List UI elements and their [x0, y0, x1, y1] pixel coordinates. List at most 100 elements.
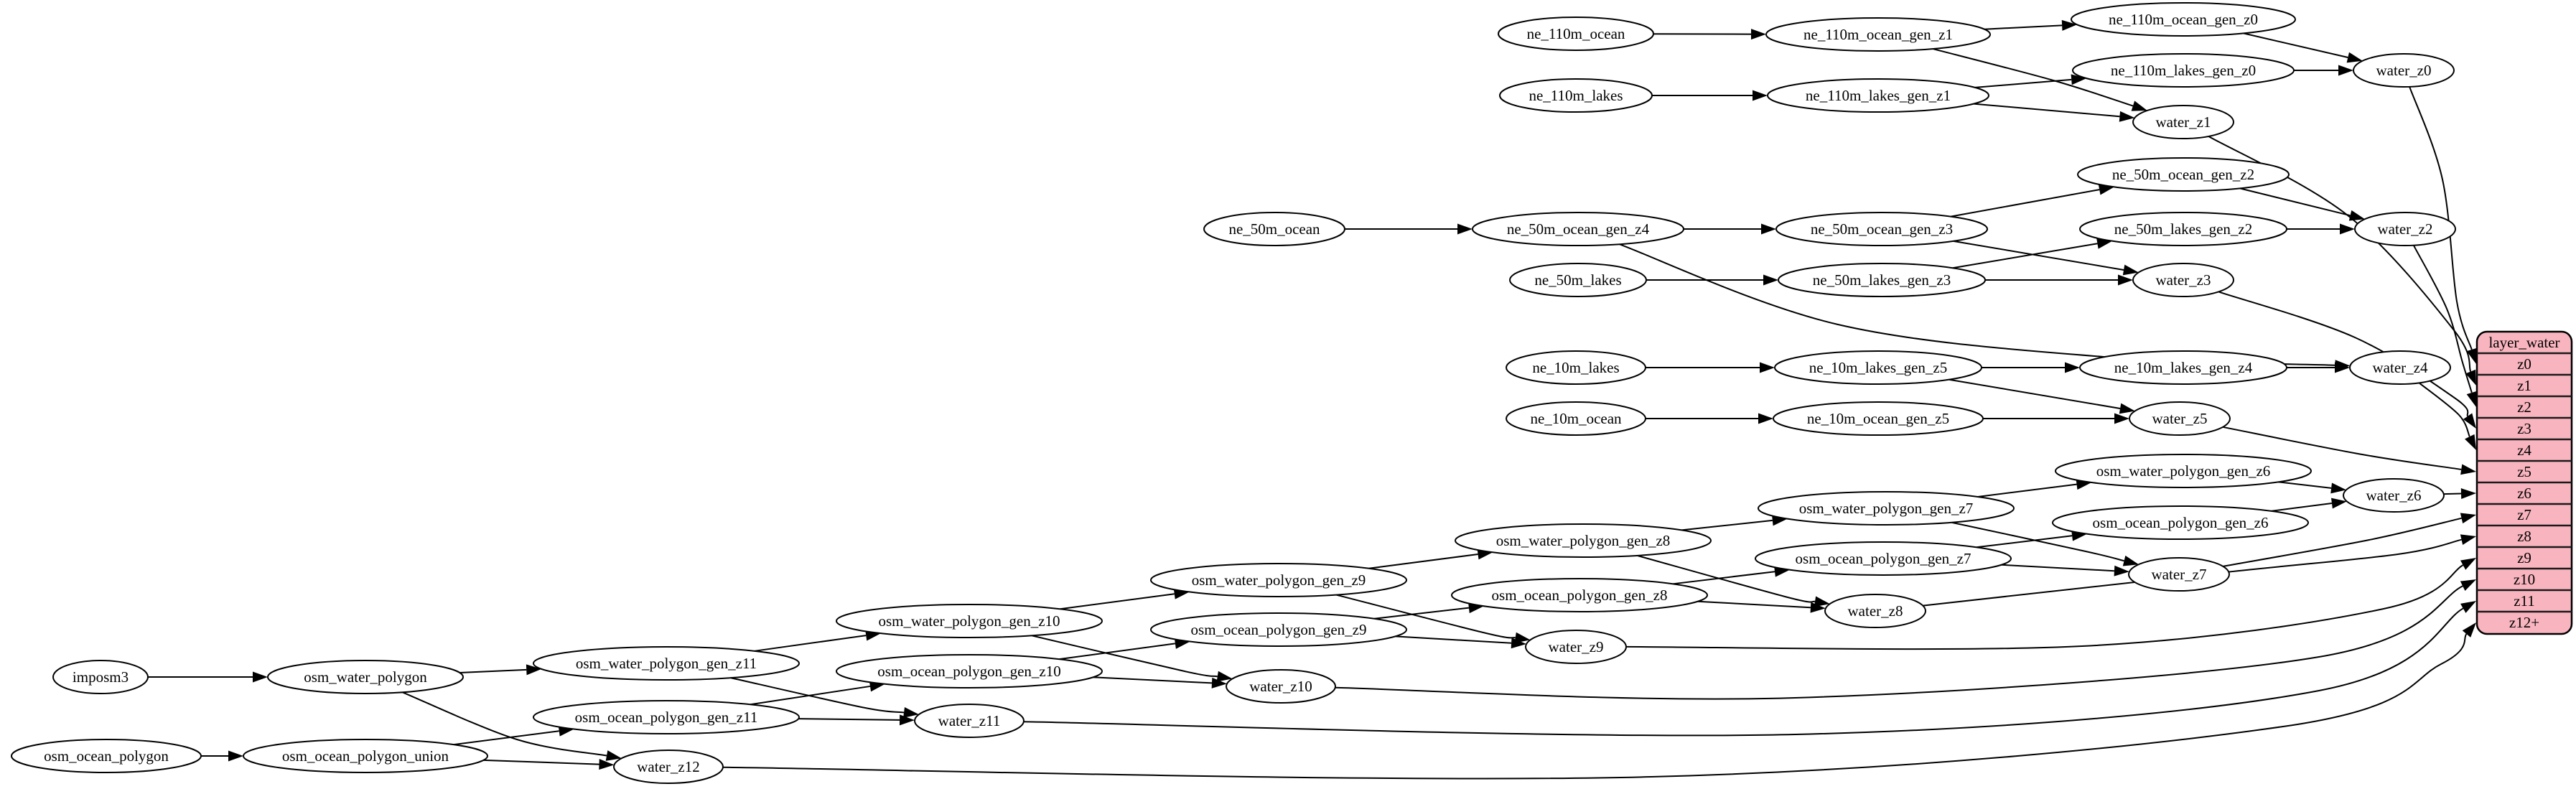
arrowhead-icon — [2465, 434, 2476, 450]
arrowhead-icon — [2465, 369, 2476, 386]
edge-ne_10m_lakes_gen_z4-water_z4 — [2287, 362, 2350, 373]
edge-water_z9-layer_water-z9 — [1625, 558, 2476, 650]
node-ne_50m_ocean: ne_50m_ocean — [1203, 212, 1345, 246]
arrowhead-icon — [2071, 74, 2087, 85]
edge-line — [1923, 538, 2462, 607]
arrowhead-icon — [1457, 223, 1473, 235]
node-label: ne_110m_lakes_gen_z0 — [2111, 62, 2256, 79]
node-ellipse — [2132, 263, 2234, 297]
arrowhead-icon — [1468, 602, 1484, 614]
edge-line — [402, 691, 607, 757]
node-osm_water_polygon: osm_water_polygon — [267, 660, 464, 694]
arrowhead-icon — [228, 750, 243, 762]
edge-line — [1374, 607, 1470, 620]
edge-osm_water_polygon-osm_water_polygon_gen_z11 — [459, 664, 542, 676]
edge-osm_ocean_polygon_gen_z10-water_z10 — [1093, 676, 1227, 688]
node-ellipse — [1506, 350, 1646, 385]
node-label: osm_water_polygon_gen_z10 — [878, 612, 1060, 630]
arrowhead-icon — [2460, 464, 2476, 475]
edge-water_z10-layer_water-z10 — [1335, 579, 2476, 700]
arrowhead-icon — [1814, 596, 1830, 607]
node-ellipse — [2079, 350, 2287, 385]
record-row-z1: z1 — [2517, 377, 2531, 394]
node-osm_ocean_polygon_gen_z11: osm_ocean_polygon_gen_z11 — [533, 700, 800, 734]
node-ellipse — [1499, 78, 1653, 113]
node-label: water_z11 — [938, 712, 1001, 729]
node-ellipse — [1755, 541, 2012, 576]
arrowhead-icon — [899, 714, 915, 726]
node-label: water_z5 — [2152, 410, 2208, 427]
node-water_z10: water_z10 — [1226, 669, 1336, 704]
node-ellipse — [533, 646, 800, 681]
node-label: osm_water_polygon_gen_z7 — [1799, 500, 1974, 517]
edge-ne_110m_ocean_gen_z1-water_z1 — [1933, 48, 2147, 111]
node-water_z5: water_z5 — [2129, 401, 2231, 436]
edge-line — [798, 718, 900, 721]
arrowhead-icon — [1760, 362, 1775, 373]
node-label: ne_50m_lakes_gen_z2 — [2114, 220, 2252, 238]
node-ellipse — [2129, 401, 2231, 436]
edge-line — [2239, 187, 2351, 217]
edge-osm_ocean_polygon_gen_z7-water_z7 — [2001, 564, 2129, 576]
node-ellipse — [52, 660, 149, 694]
node-ellipse — [836, 654, 1103, 688]
arrowhead-icon — [2466, 347, 2477, 364]
edge-ne_10m_lakes_gen_z5-ne_10m_lakes_gen_z4 — [1982, 362, 2080, 373]
edge-ne_10m_lakes-ne_10m_lakes_gen_z5 — [1646, 362, 1775, 373]
node-ellipse — [2071, 2, 2296, 37]
node-water_z8: water_z8 — [1824, 594, 1926, 628]
arrowhead-icon — [253, 671, 268, 683]
node-ellipse — [11, 739, 202, 773]
node-ellipse — [1774, 350, 1982, 385]
edge-ne_10m_lakes_gen_z5-water_z5 — [1949, 378, 2135, 414]
node-osm_ocean_polygon_gen_z6: osm_ocean_polygon_gen_z6 — [2052, 505, 2309, 540]
node-label: ne_10m_ocean_gen_z5 — [1807, 410, 1949, 427]
record-row-z3: z3 — [2517, 420, 2531, 437]
node-ellipse — [2077, 157, 2290, 192]
node-ne_110m_ocean: ne_110m_ocean — [1498, 17, 1654, 51]
edge-osm_ocean_polygon_gen_z9-osm_ocean_polygon_gen_z8 — [1374, 602, 1484, 620]
arrowhead-icon — [2460, 601, 2476, 613]
node-ne_10m_ocean: ne_10m_ocean — [1506, 401, 1646, 436]
node-label: water_z2 — [2378, 220, 2433, 238]
node-label: ne_50m_lakes_gen_z3 — [1813, 271, 1951, 289]
edge-line — [1933, 48, 2134, 107]
arrowhead-icon — [1514, 632, 1531, 643]
edge-line — [722, 633, 2468, 780]
arrowhead-icon — [599, 759, 615, 770]
edge-water_z3-layer_water-z3 — [2218, 291, 2476, 429]
edge-line — [1949, 378, 2121, 409]
edge-ne_110m_ocean_gen_z0-water_z0 — [2243, 32, 2363, 63]
node-osm_water_polygon_gen_z10: osm_water_polygon_gen_z10 — [836, 604, 1103, 638]
node-label: water_z9 — [1549, 638, 1604, 655]
edge-line — [1984, 24, 2063, 30]
node-ellipse — [2079, 212, 2287, 246]
edge-osm_water_polygon_gen_z10-osm_water_polygon_gen_z9 — [1060, 588, 1190, 610]
node-label: ne_50m_ocean_gen_z4 — [1507, 220, 1650, 238]
record-title: layer_water — [2488, 334, 2559, 351]
node-ellipse — [2353, 53, 2455, 88]
edge-line — [1368, 554, 1478, 569]
record-row-z7: z7 — [2517, 506, 2531, 523]
edge-line — [1625, 564, 2464, 650]
node-label: ne_50m_ocean_gen_z3 — [1811, 220, 1953, 238]
node-label: water_z1 — [2156, 113, 2211, 131]
edge-line — [1619, 243, 2335, 366]
node-ellipse — [1472, 212, 1684, 246]
edge-ne_50m_ocean_gen_z3-water_z3 — [1953, 240, 2139, 276]
edge-line — [2271, 503, 2333, 512]
node-label: water_z10 — [1249, 678, 1312, 695]
arrowhead-icon — [2348, 210, 2365, 221]
arrowhead-icon — [2114, 565, 2129, 576]
edge-osm_ocean_polygon_gen_z11-osm_ocean_polygon_gen_z10 — [750, 681, 885, 706]
edge-line — [1031, 635, 1218, 678]
node-ellipse — [2132, 105, 2234, 139]
edge-ne_50m_ocean-ne_50m_ocean_gen_z4 — [1345, 223, 1473, 235]
node-water_z12: water_z12 — [613, 750, 724, 784]
node-ne_50m_lakes: ne_50m_lakes — [1509, 263, 1647, 297]
node-label: ne_10m_lakes_gen_z5 — [1809, 359, 1947, 376]
edge-ne_110m_lakes_gen_z0-water_z0 — [2294, 65, 2353, 76]
edge-ne_110m_lakes_gen_z1-ne_110m_lakes_gen_z0 — [1974, 74, 2087, 88]
edge-osm_ocean_polygon_gen_z7-osm_ocean_polygon_gen_z6 — [1976, 530, 2087, 548]
edge-line — [1953, 240, 2124, 271]
